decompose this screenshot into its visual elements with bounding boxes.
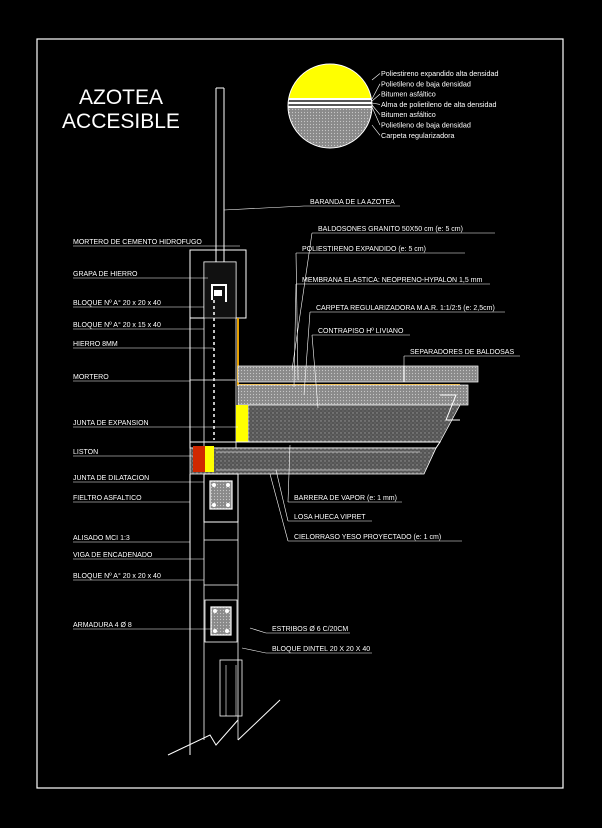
legend-leader [371,73,381,81]
right-label: BARRERA DE VAPOR (e: 1 mm) [294,495,397,502]
parapet-cap [189,249,247,319]
legend-item: Bitumen asfáltico [381,90,436,99]
left-label: BLOQUE Nº A° 20 x 15 x 40 [73,321,161,329]
right-leader [291,232,313,371]
legend-leader [371,106,381,126]
legend-leader [371,104,381,115]
lower-wall [167,474,281,756]
left-label: BLOQUE Nº A° 20 x 20 x 40 [73,572,161,580]
right-label: POLIESTIRENO EXPANDIDO (e: 5 cm) [302,246,426,253]
legend-item: Polietileno de baja densidad [381,121,471,130]
left-label: FIELTRO ASFALTICO [73,495,142,502]
right-callouts: BARANDA DE LA AZOTEA BALDOSONES GRANITO 5… [223,199,520,654]
wall-column [189,300,237,448]
legend-item: Polietileno de baja densidad [381,79,471,88]
right-label: ESTRIBOS Ø 6 C/20CM [272,626,348,633]
legend-leader [371,93,381,102]
right-label: MEMBRANA ELASTICA: NEOPRENO-HYPALON 1,5 … [302,277,483,284]
left-label: BLOQUE Nº A° 20 x 20 x 40 [73,299,161,307]
left-label: JUNTA DE EXPANSION [73,420,149,427]
legend-leader [371,102,381,105]
membrane-legend-circle [287,63,373,149]
legend-leader [371,83,381,100]
left-label: JUNTA DE DILATACION [73,475,149,482]
legend-item: Bitumen asfáltico [381,110,436,119]
left-label: LISTON [73,449,98,456]
right-leader [223,205,305,211]
left-label: VIGA DE ENCADENADO [73,552,153,559]
liston-detail [193,446,214,472]
right-leader [275,469,289,522]
drawing-frame [36,38,564,789]
right-label: CONTRAPISO Hº LIVIANO [318,328,404,335]
right-leader [303,311,311,396]
right-leader [293,283,297,388]
title-line1: AZOTEA [79,86,163,109]
right-leader [241,647,267,654]
legend-item: Poliestireno expandido alta densidad [381,69,498,78]
right-leader [269,473,289,542]
right-label: LOSA HUECA VIPRET [294,514,366,521]
left-label: ARMADURA 4 Ø 8 [73,622,132,629]
right-label: BALDOSONES GRANITO 50X50 cm (e: 5 cm) [318,226,463,233]
left-label: GRAPA DE HIERRO [73,271,138,278]
right-leader [249,627,267,634]
legend-list: Poliestireno expandido alta densidadPoli… [381,69,498,140]
left-label: HIERRO 8MM [73,341,118,348]
legend-item: Alma de polietileno de alta densidad [381,100,496,109]
right-leader [311,334,319,409]
title-line2: ACCESIBLE [62,110,180,133]
right-label: SEPARADORES DE BALDOSAS [410,349,514,356]
left-label: MORTERO [73,374,109,381]
left-label: ALISADO MCI 1:3 [73,535,130,542]
right-label: BARANDA DE LA AZOTEA [310,199,395,206]
legend-item: Carpeta regularizadora [381,131,455,140]
legend-leaders [371,73,381,136]
left-callouts: MORTERO DE CEMENTO HIDROFUGO GRAPA DE HIE… [73,239,240,630]
right-label: CARPETA REGULARIZADORA M.A.R. 1:1/2:5 (e… [316,305,495,312]
right-leader [295,252,299,381]
left-label: MORTERO DE CEMENTO HIDROFUGO [73,239,202,246]
bond-beam [203,473,239,523]
right-label: CIELORRASO YESO PROYECTADO (e: 1 cm) [294,534,441,541]
right-leader [287,444,291,503]
legend-leader [371,124,381,136]
right-label: BLOQUE DINTEL 20 X 20 X 40 [272,646,370,653]
roof-layers [189,365,479,475]
